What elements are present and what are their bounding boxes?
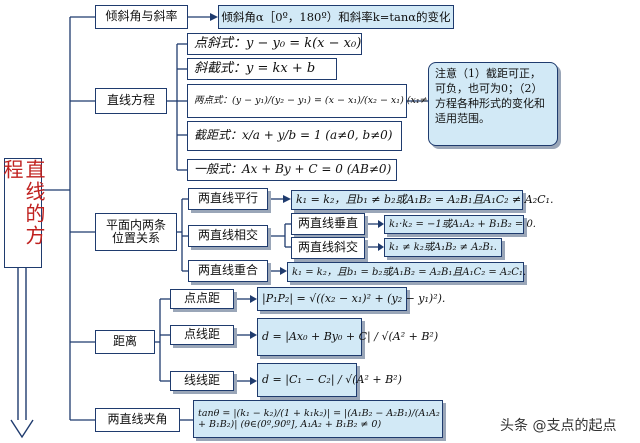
root-title: 直线的方程 bbox=[0, 159, 46, 247]
form-point-slope: 点斜式：y − y₀ = k(x − x₀) bbox=[187, 33, 362, 55]
node-line-line: 线线距 bbox=[170, 371, 234, 391]
watermark: 头条 @支点的起点 bbox=[500, 418, 617, 434]
node-coincide: 两直线重合 bbox=[188, 260, 268, 282]
angle-formula: tanθ = |(k₁ − k₂)/(1 + k₁k₂)| = |(A₁B₂ −… bbox=[193, 400, 443, 438]
form-slope-intercept: 斜截式：y = kx + b bbox=[187, 58, 337, 80]
node-perpendicular: 两直线垂直 bbox=[291, 213, 365, 235]
node-intersect: 两直线相交 bbox=[188, 225, 268, 247]
form-two-point: 两点式：(y − y₁)/(y₂ − y₁) = (x − x₁)/(x₂ − … bbox=[187, 84, 473, 118]
node-distance: 距离 bbox=[95, 330, 155, 354]
node-position: 平面内两条位置关系 bbox=[95, 213, 177, 251]
node-point-line: 点线距 bbox=[170, 325, 234, 345]
node-parallel: 两直线平行 bbox=[188, 188, 268, 210]
node-angle: 两直线夹角 bbox=[95, 408, 180, 432]
point-line-formula: d = |Ax₀ + By₀ + C| / √(A² + B²) bbox=[257, 318, 438, 356]
node-equation: 直线方程 bbox=[95, 88, 167, 114]
line-line-formula: d = |C₁ − C₂| / √(A² + B²) bbox=[257, 363, 402, 397]
coincide-condition: k₁ = k₂，且b₁ = b₂或A₁B₂ = A₂B₁且A₁C₂ = A₂C₁… bbox=[287, 262, 526, 282]
incline-desc: 倾斜角α［0º，180º）和斜率k=tanα的变化 bbox=[218, 5, 454, 29]
form-intercept: 截距式：x/a + y/b = 1 (a≠0, b≠0) bbox=[187, 121, 402, 151]
equation-note: 注意（1）截距可正，可负，也可为0；（2）方程各种形式的变化和适用范围。 bbox=[428, 62, 558, 146]
root-node: 直线的方程 bbox=[0, 158, 46, 268]
perpendicular-condition: k₁·k₂ = −1或A₁A₂ + B₁B₂ = 0. bbox=[384, 215, 536, 234]
oblique-condition: k₁ ≠ k₂或A₁B₂ ≠ A₂B₁. bbox=[384, 238, 502, 257]
form-general: 一般式：Ax + By + C = 0 (AB≠0) bbox=[187, 159, 397, 181]
node-point-point: 点点距 bbox=[170, 289, 234, 309]
node-incline: 倾斜角与斜率 bbox=[95, 5, 188, 29]
point-point-formula: |P₁P₂| = √((x₂ − x₁)² + (y₂ − y₁)²). bbox=[257, 287, 445, 311]
node-oblique: 两直线斜交 bbox=[291, 237, 365, 259]
parallel-condition: k₁ = k₂，且b₁ ≠ b₂或A₁B₂ = A₂B₁且A₁C₂ ≠ A₂C₁… bbox=[291, 190, 553, 210]
